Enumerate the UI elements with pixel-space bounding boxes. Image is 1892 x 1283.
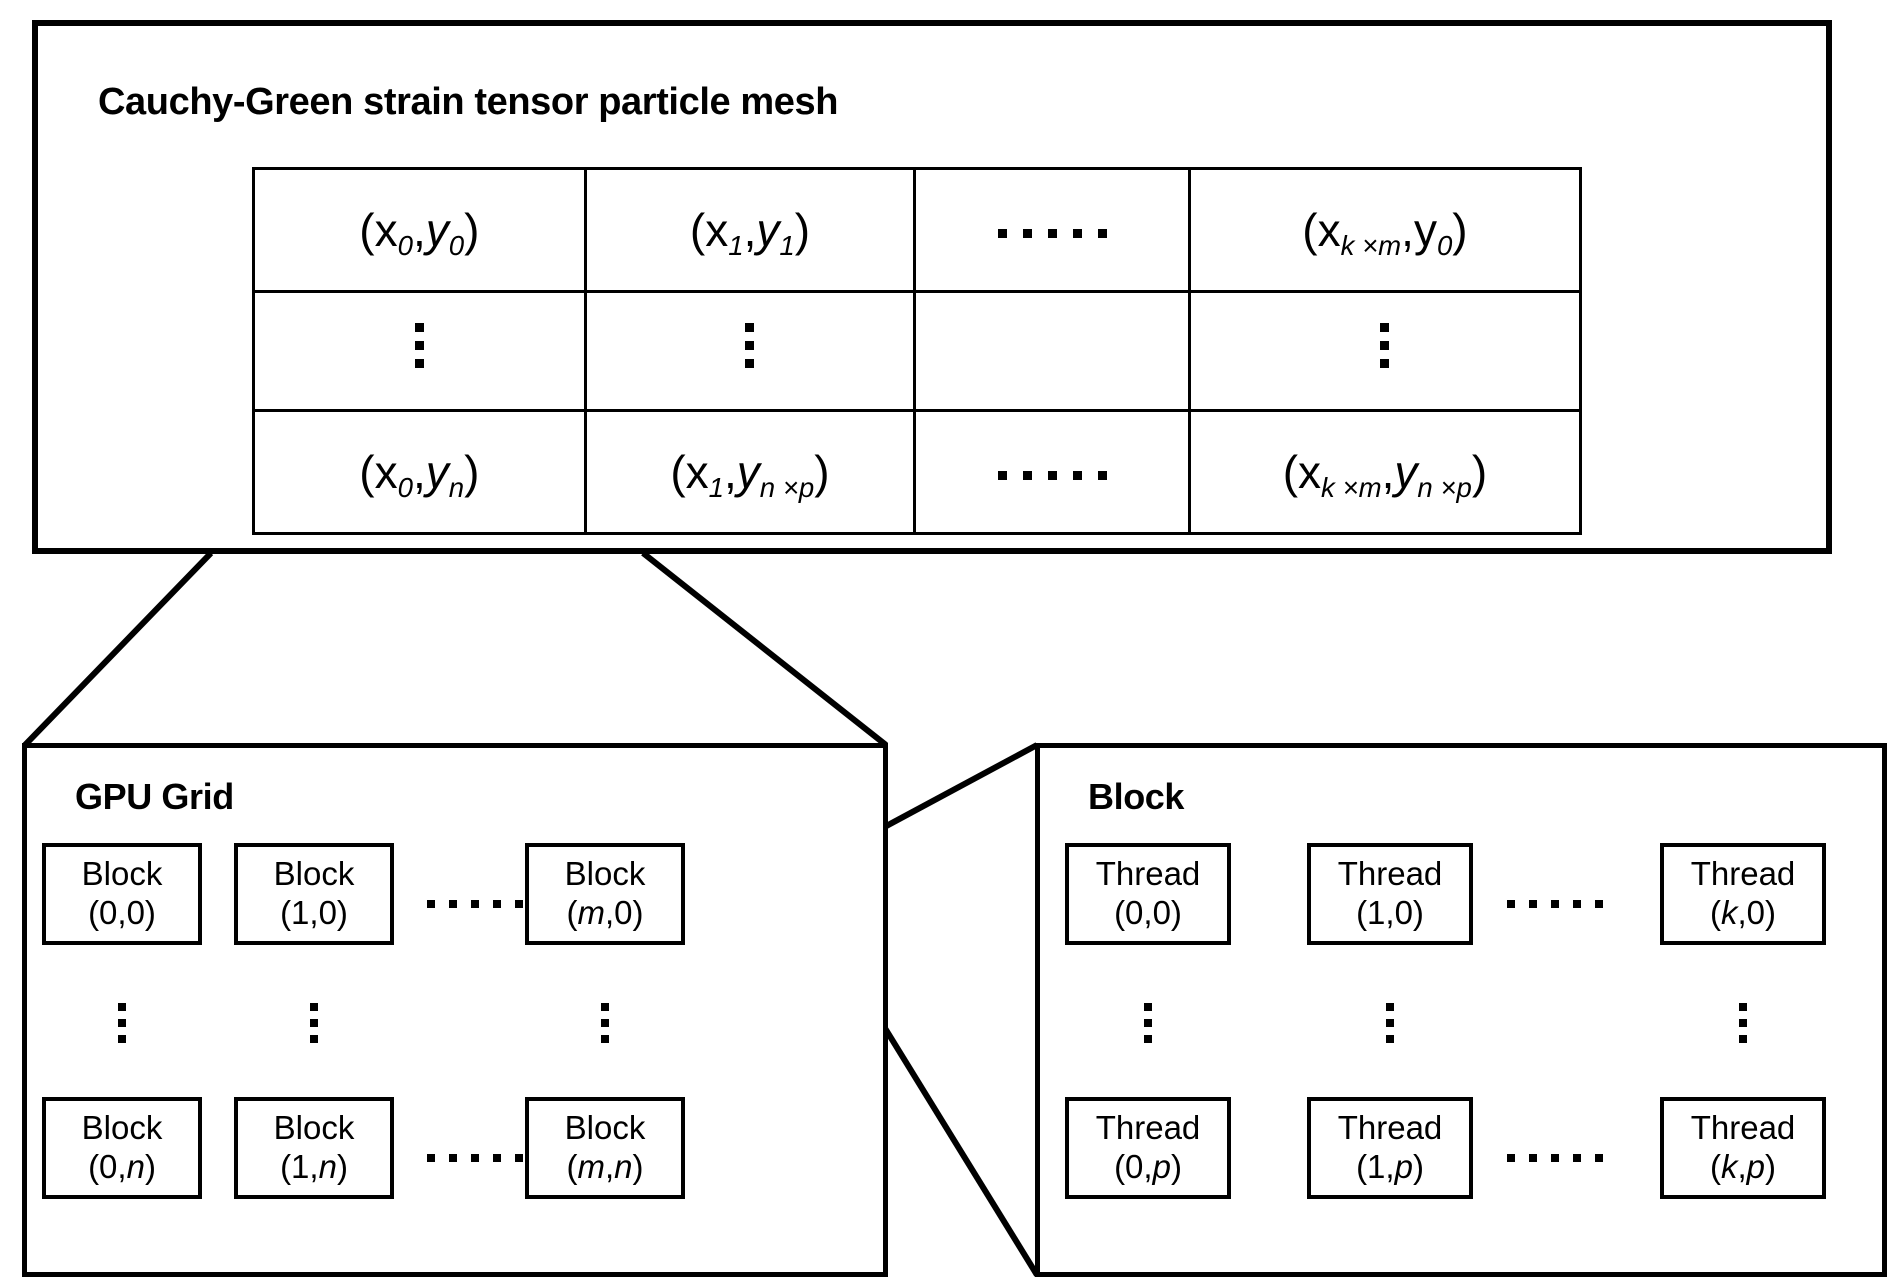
block-row1-ellipsis (1500, 1149, 1610, 1167)
grid-block-m-0[interactable]: Block (m,0) (525, 843, 685, 945)
gpu-grid-panel-title: GPU Grid (75, 776, 234, 817)
vertical-ellipsis-icon (745, 314, 755, 377)
coordinate-pair: (x0,y0) (359, 204, 480, 261)
mesh-cell-r1c2-empty (913, 290, 1191, 412)
mesh-cell-r2c3: (xk ×m,yn ×p) (1187, 409, 1583, 535)
mesh-cell-r0c1: (x1,y1) (583, 167, 917, 293)
table-row (252, 290, 1583, 412)
thread-label: Thread (1337, 855, 1443, 893)
grid-block-index: (1,n) (280, 1148, 348, 1185)
coordinate-pair: (xk ×m,y0) (1302, 204, 1468, 261)
grid-block-1-n[interactable]: Block (1,n) (234, 1097, 394, 1199)
thread-1-0[interactable]: Thread (1,0) (1307, 843, 1473, 945)
thread-index: (1,p) (1356, 1148, 1424, 1185)
coordinate-pair: (x0,yn) (359, 446, 480, 503)
mesh-cell-r0c3: (xk ×m,y0) (1187, 167, 1583, 293)
thread-index: (1,0) (1356, 894, 1424, 931)
connector-mesh-to-grid-right (641, 550, 888, 748)
vertical-ellipsis-icon (414, 314, 424, 377)
thread-index: (0,0) (1114, 894, 1182, 931)
block-col1-ellipsis (1386, 995, 1394, 1056)
grid-block-label: Block (81, 855, 163, 893)
thread-index: (k,0) (1709, 894, 1776, 931)
grid-block-index: (0,0) (88, 894, 156, 931)
block-row0-ellipsis (1500, 895, 1610, 913)
grid-block-index: (m,n) (566, 1148, 644, 1185)
grid-row0-ellipsis (420, 895, 530, 913)
grid-block-index: (1,0) (280, 894, 348, 931)
grid-block-label: Block (564, 1109, 646, 1147)
connector-mesh-to-grid-left (22, 550, 214, 748)
horizontal-ellipsis-icon (990, 229, 1115, 239)
mesh-cell-r0c0: (x0,y0) (252, 167, 587, 293)
grid-block-label: Block (81, 1109, 163, 1147)
vertical-ellipsis-icon (1380, 314, 1390, 377)
mesh-cell-r1c1-ellipsis (583, 290, 917, 412)
mesh-table: (x0,y0) (x1,y1) (xk ×m,y0) (252, 167, 1583, 535)
mesh-cell-r1c3-ellipsis (1187, 290, 1583, 412)
block-col0-ellipsis (1144, 995, 1152, 1056)
coordinate-pair: (xk ×m,yn ×p) (1282, 446, 1488, 503)
mesh-cell-r2c2-ellipsis (913, 409, 1191, 535)
block-detail-panel-title: Block (1088, 776, 1185, 817)
thread-1-p[interactable]: Thread (1,p) (1307, 1097, 1473, 1199)
grid-block-index: (m,0) (566, 894, 644, 931)
thread-k-p[interactable]: Thread (k,p) (1660, 1097, 1826, 1199)
thread-label: Thread (1095, 1109, 1201, 1147)
block-col2-ellipsis (1739, 995, 1747, 1056)
thread-0-0[interactable]: Thread (0,0) (1065, 843, 1231, 945)
thread-label: Thread (1095, 855, 1201, 893)
thread-label: Thread (1690, 1109, 1796, 1147)
grid-block-0-n[interactable]: Block (0,n) (42, 1097, 202, 1199)
mesh-cell-r1c0-ellipsis (252, 290, 587, 412)
grid-col1-ellipsis (310, 995, 318, 1056)
mesh-cell-r2c1: (x1,yn ×p) (583, 409, 917, 535)
thread-label: Thread (1337, 1109, 1443, 1147)
grid-block-label: Block (273, 1109, 355, 1147)
grid-block-m-n[interactable]: Block (m,n) (525, 1097, 685, 1199)
thread-index: (k,p) (1709, 1148, 1777, 1185)
grid-block-label: Block (273, 855, 355, 893)
grid-row1-ellipsis (420, 1149, 530, 1167)
table-row: (x0,y0) (x1,y1) (xk ×m,y0) (252, 167, 1583, 293)
thread-0-p[interactable]: Thread (0,p) (1065, 1097, 1231, 1199)
mesh-cell-r2c0: (x0,yn) (252, 409, 587, 535)
grid-col0-ellipsis (118, 995, 126, 1056)
grid-col2-ellipsis (601, 995, 609, 1056)
thread-index: (0,p) (1114, 1148, 1182, 1185)
grid-block-1-0[interactable]: Block (1,0) (234, 843, 394, 945)
thread-label: Thread (1690, 855, 1796, 893)
coordinate-pair: (x1,yn ×p) (670, 446, 830, 503)
thread-k-0[interactable]: Thread (k,0) (1660, 843, 1826, 945)
coordinate-pair: (x1,y1) (689, 204, 811, 261)
mesh-cell-r0c2-ellipsis (913, 167, 1191, 293)
grid-block-label: Block (564, 855, 646, 893)
table-row: (x0,yn) (x1,yn ×p) (xk ×m,yn ×p) (252, 409, 1583, 535)
horizontal-ellipsis-icon (990, 471, 1115, 481)
grid-block-index: (0,n) (88, 1148, 156, 1185)
mesh-panel-title: Cauchy-Green strain tensor particle mesh (98, 81, 839, 123)
grid-block-0-0[interactable]: Block (0,0) (42, 843, 202, 945)
